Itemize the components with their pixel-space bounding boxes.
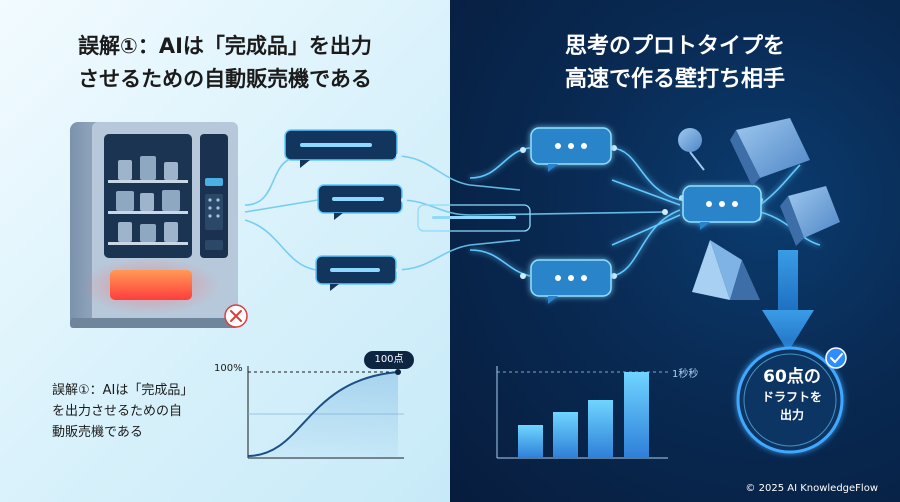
speech-bubble-icon bbox=[317, 184, 403, 220]
left-heading: 誤解①：AIは「完成品」を出力 させるための自動販売機である bbox=[0, 30, 450, 96]
copyright: © 2025 AI KnowledgeFlow bbox=[745, 483, 878, 494]
bar bbox=[553, 412, 578, 458]
quality-curve-line bbox=[247, 371, 399, 457]
left-flow-lines bbox=[244, 155, 666, 271]
result-text: 60点の ドラフトを 出力 bbox=[747, 366, 837, 424]
speech-bubble-icon bbox=[530, 259, 612, 304]
result-ring bbox=[736, 346, 844, 454]
result-line2: ドラフトを bbox=[761, 390, 822, 404]
check-icon bbox=[825, 347, 847, 369]
caption-line: 誤解①：AIは「完成品」 bbox=[52, 383, 194, 398]
speech-bubble-icon bbox=[682, 185, 762, 230]
chart-max-label: 100% bbox=[214, 363, 243, 374]
pin-icon bbox=[678, 128, 705, 171]
speech-bubble-icon bbox=[530, 127, 612, 172]
speech-bubble-icon bbox=[284, 129, 398, 168]
left-heading-line1: 誤解①：AIは「完成品」を出力 bbox=[78, 34, 372, 58]
cube-icon bbox=[730, 118, 810, 186]
left-heading-line2: させるための自動販売機である bbox=[78, 67, 372, 91]
caption-line: 動販売機である bbox=[52, 425, 143, 440]
right-heading-line2: 高速で作る壁打ち相手 bbox=[564, 67, 785, 92]
speed-bar-chart bbox=[496, 366, 668, 459]
cube-icon bbox=[780, 186, 840, 246]
quality-curve-chart bbox=[247, 366, 404, 459]
bar bbox=[588, 400, 613, 458]
bar bbox=[624, 372, 649, 458]
error-x-icon bbox=[224, 304, 248, 328]
vending-machine-icon bbox=[70, 122, 238, 328]
curve-end-point bbox=[395, 369, 401, 375]
quality-curve-area bbox=[248, 372, 398, 458]
result-line3: 出力 bbox=[779, 408, 804, 422]
arrow-down-icon bbox=[762, 250, 814, 352]
pyramid-icon bbox=[692, 240, 760, 300]
score-badge: 100点 bbox=[364, 351, 414, 369]
left-caption: 誤解①：AIは「完成品」 を出力させるための自 動販売機である bbox=[52, 380, 242, 443]
speech-bubble-outline bbox=[417, 204, 531, 232]
bar bbox=[518, 425, 543, 458]
result-score: 60点の bbox=[763, 367, 821, 387]
right-heading-line1: 思考のプロトタイプを bbox=[564, 34, 785, 59]
caption-line: を出力させるための自 bbox=[52, 404, 183, 419]
bar-chart-label: 1秒秒 bbox=[672, 369, 699, 380]
right-heading: 思考のプロトタイプを 高速で作る壁打ち相手 bbox=[450, 30, 900, 96]
speech-bubble-icon bbox=[315, 255, 397, 291]
